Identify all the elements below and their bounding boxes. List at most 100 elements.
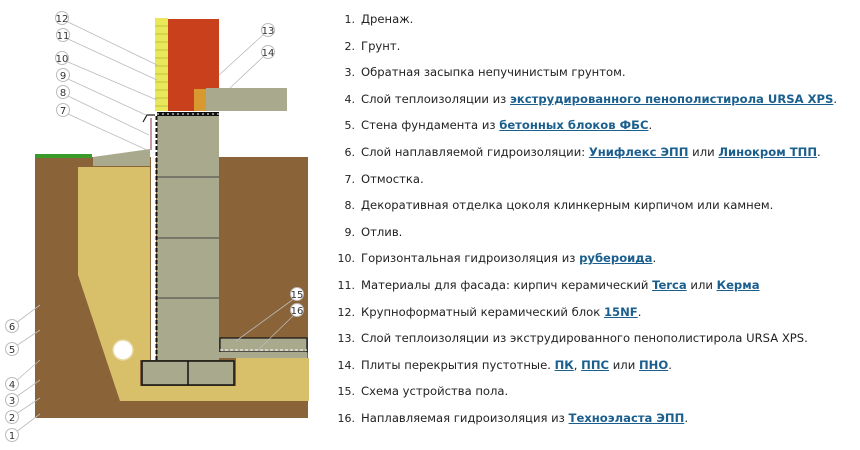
callout-label: 6 — [9, 322, 15, 333]
legend-number: 3. — [344, 66, 356, 80]
legend-item: 11. Материалы для фасада: кирпич керамиче… — [333, 274, 837, 301]
legend-text: . — [817, 144, 821, 159]
callout-label: 11 — [57, 31, 70, 42]
callout-number: 4 — [5, 377, 19, 391]
legend-number: 9. — [344, 225, 356, 239]
callout-number: 11 — [56, 28, 70, 42]
blind-area — [93, 149, 150, 166]
legend-text: . — [648, 118, 653, 133]
legend-text: Дренаж. — [361, 12, 414, 26]
callout-label: 10 — [56, 54, 69, 65]
legend-text: . — [652, 251, 657, 266]
legend-text: Наплавляемая гидроизоляция из — [361, 410, 569, 425]
callout-number: 12 — [55, 11, 69, 25]
legend-item: 10. Горизонтальная гидроизоляция из рубер… — [333, 247, 837, 274]
legend-number: 7. — [344, 172, 356, 186]
legend-number: 8. — [344, 199, 356, 213]
callout-label: 13 — [262, 26, 275, 37]
legend-number: 4. — [344, 92, 356, 106]
legend-item: 1. Дренаж. — [333, 8, 837, 35]
callout-number: 3 — [5, 393, 19, 407]
legend-text: Слой теплоизоляции из экструдированного … — [361, 331, 808, 346]
callout-label: 4 — [9, 380, 15, 391]
foundation-diagram: 12 11 10 9 8 7 13 14 15 16 6 5 4 3 2 1 — [5, 11, 309, 442]
callout-number: 7 — [56, 103, 70, 117]
callout-number: 15 — [290, 287, 304, 301]
callout-label: 8 — [60, 88, 66, 99]
grass — [35, 154, 92, 158]
callout-label: 15 — [291, 290, 304, 301]
legend-number: 11. — [337, 278, 356, 292]
legend-item: 6.Слой наплавляемой гидроизоляции: Унифл… — [333, 141, 837, 168]
legend-text: Крупноформатный керамический блок — [361, 304, 604, 319]
legend-text: Слой наплавляемой гидроизоляции: — [361, 144, 589, 159]
callout-number: 9 — [56, 68, 70, 82]
sand-backfill — [78, 167, 309, 401]
legend-item: 14. Плиты перекрытия пустотные. ПК, ППС и… — [333, 354, 837, 381]
legend-list: 1. Дренаж. 2.Грунт. 3. Обратная засыпка непу… — [333, 8, 838, 434]
legend-text: или — [686, 277, 717, 292]
legend-text: Плиты перекрытия пустотные. — [361, 357, 555, 372]
callout-label: 2 — [9, 413, 15, 424]
callout-label: 7 — [60, 106, 66, 117]
legend-text: Отлив. — [361, 224, 403, 239]
legend-text: . — [684, 410, 688, 425]
drain-pipe — [112, 339, 134, 361]
legend-item: 2.Грунт. — [333, 35, 837, 62]
legend-link[interactable]: бетонных блоков ФБС — [499, 118, 649, 133]
legend-text: , — [573, 357, 582, 372]
legend-link[interactable]: рубероида — [579, 251, 653, 266]
legend-item: 16. Наплавляемая гидроизоляция из Техноэл… — [333, 407, 837, 434]
callout-number: 5 — [5, 342, 19, 356]
callout-number: 14 — [261, 45, 275, 59]
legend-item: 13.Слой теплоизоляции из экструдированно… — [333, 327, 837, 354]
legend-number: 16. — [337, 411, 356, 425]
legend-text: Отмостка. — [361, 171, 424, 186]
legend-text: Материалы для фасада: кирпич керамически… — [361, 277, 653, 292]
legend-item: 8. Декоративная отделка цоколя клинкерным… — [333, 194, 837, 221]
legend-number: 12. — [337, 305, 356, 319]
legend-number: 1. — [344, 13, 356, 26]
legend-link[interactable]: Линокром ТПП — [718, 144, 818, 159]
legend-text: Обратная засыпка непучинистым грунтом. — [361, 65, 626, 80]
callout-number: 2 — [5, 410, 19, 424]
legend-text: Схема устройства пола. — [361, 384, 509, 399]
callout-label: 5 — [9, 345, 15, 356]
legend-number: 14. — [337, 358, 356, 372]
legend-link[interactable]: ПК — [554, 357, 574, 372]
foundation-wall — [157, 114, 219, 360]
legend-text: Грунт. — [361, 38, 401, 53]
callout-label: 9 — [60, 71, 66, 82]
legend-link[interactable]: ПНО — [638, 357, 669, 372]
legend-text: или — [609, 357, 639, 372]
legend-text: Стена фундамента из — [361, 118, 500, 133]
slab-insulation — [194, 89, 206, 111]
legend-link[interactable]: экструдированного пенополистирола URSA X… — [510, 91, 834, 106]
legend-item: 5.Стена фундамента из бетонных блоков ФБ… — [333, 114, 837, 141]
legend-text: . — [637, 304, 642, 319]
legend-text: Горизонтальная гидроизоляция из — [361, 251, 580, 266]
callout-number: 1 — [5, 428, 19, 442]
callout-label: 3 — [9, 396, 15, 407]
callout-number: 8 — [56, 85, 70, 99]
facade-insulation — [155, 18, 168, 111]
legend-link[interactable]: Керма — [716, 277, 760, 292]
callout-number: 16 — [290, 303, 304, 317]
legend-number: 10. — [337, 252, 356, 266]
legend-item: 12. Крупноформатный керамический блок 15N… — [333, 301, 837, 328]
legend-link[interactable]: Техноэласта ЭПП — [568, 410, 685, 425]
callout-label: 16 — [291, 306, 304, 317]
drip-edge — [142, 114, 155, 123]
legend-text: Декоративная отделка цоколя клинкерным к… — [361, 198, 774, 213]
legend-link[interactable]: ППС — [581, 357, 610, 372]
legend-item: 7. Отмостка. — [333, 168, 837, 195]
legend-text: . — [833, 91, 838, 106]
legend-link[interactable]: Унифлекс ЭПП — [588, 144, 689, 159]
legend-link[interactable]: 15NF — [603, 304, 638, 319]
wall-insulation — [151, 118, 156, 360]
callout-number: 6 — [5, 319, 19, 333]
legend-link[interactable]: Terca — [652, 277, 687, 292]
legend-text: или — [688, 144, 719, 159]
legend-text: . — [668, 357, 672, 372]
legend-item: 4.Слой теплоизоляции из экструдированног… — [333, 88, 838, 115]
